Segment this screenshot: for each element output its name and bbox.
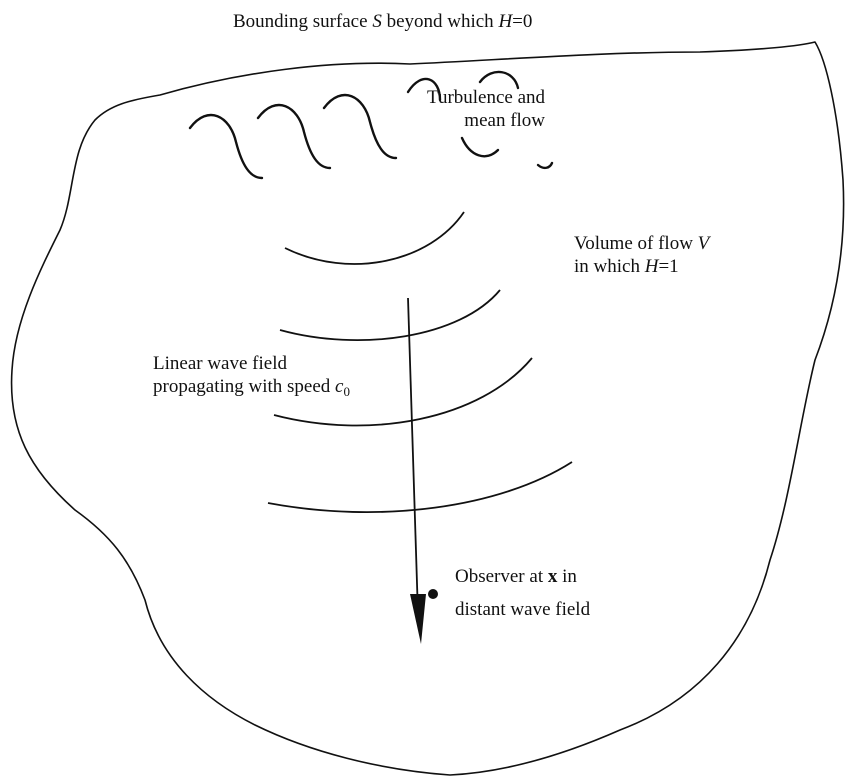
observer-point — [428, 589, 438, 599]
bounding-surface-label: Bounding surface S beyond which H=0 — [233, 10, 532, 33]
wave-front-2 — [280, 290, 500, 340]
volume-line2: in which H=1 — [574, 255, 709, 278]
volume-line2-suffix: =1 — [658, 256, 678, 277]
observer-line1-text: Observer at — [455, 566, 548, 587]
symbol-h: H — [498, 11, 512, 32]
observer-line1-suffix: in — [557, 566, 577, 587]
title-middle: beyond which — [382, 11, 499, 32]
wave-field-line2-text: propagating with speed — [153, 376, 335, 397]
volume-line1: Volume of flow V — [574, 232, 709, 255]
volume-line2-text: in which — [574, 256, 645, 277]
wave-front-4 — [268, 462, 572, 512]
title-suffix: =0 — [512, 11, 532, 32]
propagation-arrow-head — [410, 594, 426, 644]
observer-label: Observer at x in distant wave field — [455, 565, 590, 621]
bounding-surface-outline — [12, 42, 844, 775]
symbol-h-volume: H — [645, 256, 659, 277]
title-prefix: Bounding surface — [233, 11, 372, 32]
observer-line2: distant wave field — [455, 598, 590, 621]
wave-field-line2: propagating with speed c0 — [153, 375, 350, 403]
eddy-7 — [538, 163, 552, 168]
subscript-0: 0 — [343, 384, 350, 399]
symbol-x: x — [548, 566, 558, 587]
turbulence-line1: Turbulence and — [427, 86, 545, 109]
eddy-2 — [258, 105, 330, 168]
wave-front-1 — [285, 212, 464, 264]
eddy-3 — [324, 95, 396, 158]
eddy-1 — [190, 115, 262, 178]
volume-line1-text: Volume of flow — [574, 233, 698, 254]
observer-line1: Observer at x in — [455, 565, 590, 588]
turbulence-line2: mean flow — [427, 109, 545, 132]
volume-label: Volume of flow V in which H=1 — [574, 232, 709, 278]
turbulence-label: Turbulence and mean flow — [427, 86, 545, 132]
symbol-v: V — [698, 233, 710, 254]
symbol-s: S — [372, 11, 382, 32]
propagation-arrow-shaft — [408, 298, 418, 615]
eddy-5 — [462, 138, 498, 156]
wave-field-label: Linear wave field propagating with speed… — [153, 352, 350, 403]
wave-field-line1: Linear wave field — [153, 352, 350, 375]
